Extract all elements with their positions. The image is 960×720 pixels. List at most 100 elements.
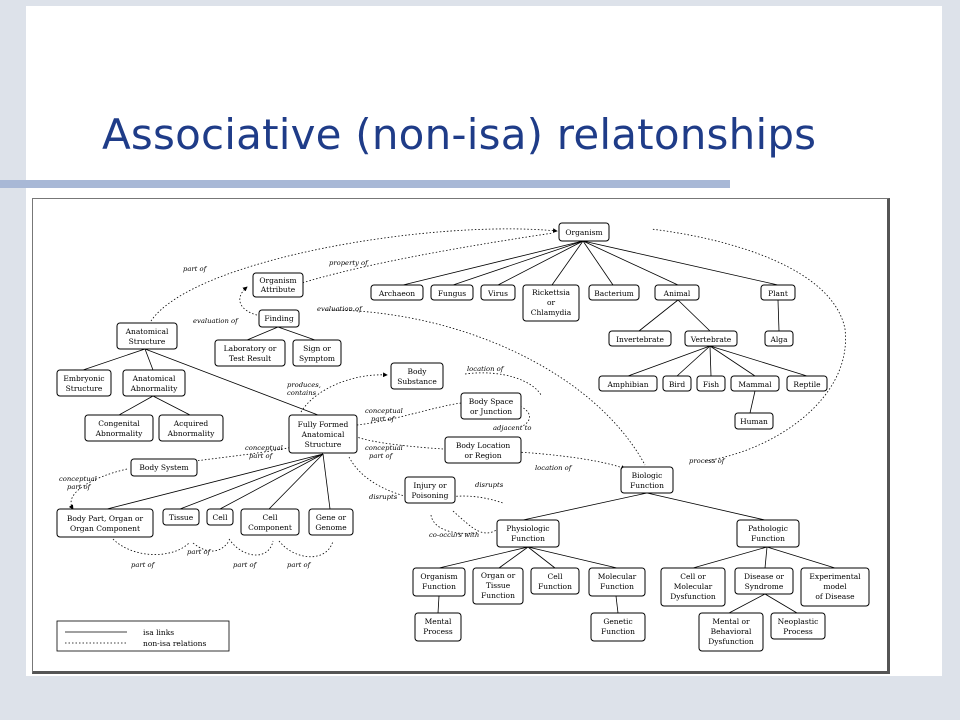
rel-part-of-label-3: part of — [187, 548, 212, 556]
svg-text:Virus: Virus — [487, 289, 508, 298]
rel-property-of-label: property of — [329, 259, 369, 267]
svg-text:Sign or: Sign or — [303, 344, 331, 353]
legend-nonisa-label: non-isa relations — [143, 639, 206, 648]
slide-frame-bottom — [0, 676, 960, 720]
node-organism: Organism — [558, 222, 610, 242]
slide-frame-left — [0, 0, 26, 720]
node-amphibian: Amphibian — [598, 375, 658, 392]
node-bird: Bird — [662, 375, 692, 392]
rel-evaluation-of-label: evaluation of — [193, 317, 239, 325]
svg-text:Acquired: Acquired — [173, 419, 209, 428]
svg-text:Embryonic: Embryonic — [63, 374, 104, 383]
svg-text:Body: Body — [407, 367, 427, 376]
svg-text:Anatomical: Anatomical — [301, 430, 345, 439]
svg-text:Alga: Alga — [769, 335, 788, 344]
node-invertebrate: Invertebrate — [608, 330, 672, 347]
rel-conceptual-part-label-6: part of — [369, 452, 394, 460]
rel-disrupts-label-1: disrupts — [369, 493, 398, 501]
svg-text:Gene or: Gene or — [316, 513, 347, 522]
rel-conceptual-part-label-3: conceptual — [245, 444, 283, 452]
svg-text:Molecular: Molecular — [598, 572, 637, 581]
node-virus: Virus — [480, 284, 516, 301]
non-isa-relations — [68, 228, 846, 558]
rel-part-of-label-5: part of — [287, 561, 312, 569]
svg-text:Test Result: Test Result — [229, 354, 271, 363]
legend: isa links non-isa relations — [56, 620, 230, 652]
node-bacterium: Bacterium — [588, 284, 640, 301]
svg-text:Animal: Animal — [663, 289, 691, 298]
svg-text:Structure: Structure — [305, 440, 342, 449]
node-plant: Plant — [760, 284, 796, 301]
node-alga: Alga — [764, 330, 794, 347]
svg-text:Mammal: Mammal — [738, 380, 772, 389]
svg-text:Function: Function — [601, 627, 635, 636]
svg-text:Cell or: Cell or — [680, 572, 706, 581]
svg-text:Process: Process — [783, 627, 813, 636]
svg-text:Cell: Cell — [263, 513, 279, 522]
rel-process-of-label: process of — [689, 457, 726, 465]
slide-frame-right — [942, 0, 960, 720]
svg-text:Fungus: Fungus — [438, 289, 466, 298]
svg-text:Function: Function — [538, 582, 572, 591]
svg-text:Function: Function — [422, 582, 456, 591]
svg-text:of Disease: of Disease — [815, 592, 855, 601]
svg-text:Structure: Structure — [129, 337, 166, 346]
node-fungus: Fungus — [430, 284, 474, 301]
svg-text:Fully Formed: Fully Formed — [298, 420, 349, 429]
svg-text:Function: Function — [751, 534, 785, 543]
svg-text:Plant: Plant — [768, 289, 788, 298]
node-animal: Animal — [654, 284, 700, 301]
svg-text:Behavioral: Behavioral — [711, 627, 752, 636]
svg-text:Symptom: Symptom — [299, 354, 335, 363]
svg-text:or: or — [547, 298, 556, 307]
svg-text:Vertebrate: Vertebrate — [690, 335, 732, 344]
svg-text:Laboratory or: Laboratory or — [224, 344, 277, 353]
svg-text:Body Space: Body Space — [469, 397, 514, 406]
rel-produces-label-2: contains — [287, 389, 317, 397]
svg-text:Human: Human — [740, 417, 768, 426]
svg-text:Attribute: Attribute — [260, 285, 296, 294]
node-reptile: Reptile — [786, 375, 828, 392]
svg-text:Abnormality: Abnormality — [130, 384, 179, 393]
rel-part-of-label-4: part of — [233, 561, 258, 569]
svg-text:Cell: Cell — [548, 572, 564, 581]
svg-text:Abnormality: Abnormality — [167, 429, 216, 438]
svg-text:Invertebrate: Invertebrate — [616, 335, 664, 344]
svg-text:Biologic: Biologic — [632, 471, 663, 480]
svg-text:Organ or: Organ or — [481, 571, 516, 580]
svg-text:Function: Function — [511, 534, 545, 543]
diagram-canvas: part of property of evaluation of evalua… — [56, 222, 870, 652]
semantic-network-diagram: part of property of evaluation of evalua… — [32, 198, 890, 674]
svg-text:Reptile: Reptile — [793, 380, 821, 389]
svg-text:Bacterium: Bacterium — [594, 289, 634, 298]
node-mammal: Mammal — [730, 375, 780, 392]
rel-conceptual-part-label-8: part of — [67, 483, 92, 491]
svg-text:model: model — [823, 582, 847, 591]
node-tissue: Tissue — [162, 508, 200, 526]
svg-text:Poisoning: Poisoning — [412, 491, 449, 500]
svg-text:Rickettsia: Rickettsia — [532, 288, 571, 297]
node-finding: Finding — [258, 309, 300, 328]
svg-text:Congenital: Congenital — [98, 419, 140, 428]
svg-text:Tissue: Tissue — [486, 581, 511, 590]
node-archaeon: Archaeon — [370, 284, 424, 301]
rel-location-of-label: location of — [467, 365, 505, 373]
